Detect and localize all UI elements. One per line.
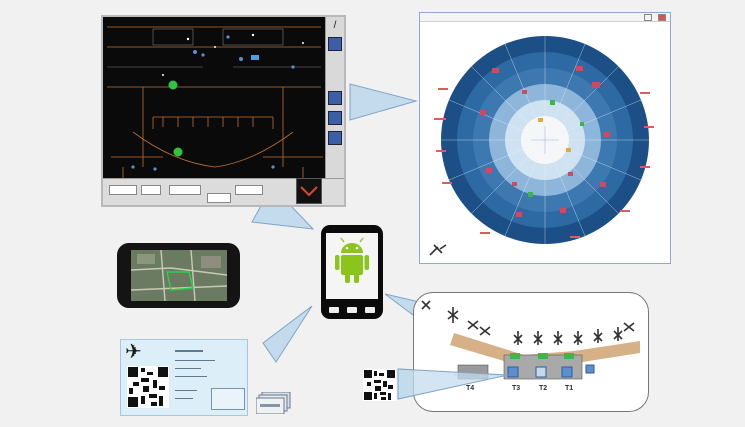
pass-text-line (175, 376, 207, 377)
android-logo-icon (335, 237, 369, 283)
window-title-bar (420, 13, 670, 22)
android-phone (321, 225, 383, 319)
arrow-to-radar (349, 83, 418, 121)
layers-icon[interactable] (328, 91, 342, 105)
control-field[interactable] (169, 185, 201, 195)
zoom-icon[interactable] (328, 111, 342, 125)
pass-stub (211, 388, 245, 410)
pass-text-line (175, 350, 203, 352)
phone-map-screen (131, 250, 227, 301)
radar-window[interactable] (419, 12, 671, 264)
floor-plan-canvas[interactable] (103, 17, 325, 182)
close-icon[interactable] (658, 14, 666, 21)
pass-text-line (175, 390, 197, 391)
qr-code-icon (127, 366, 169, 408)
pass-text-line (175, 368, 201, 369)
close-icon[interactable] (328, 131, 342, 145)
card-stack (255, 391, 292, 415)
map-controls-bar (103, 178, 344, 205)
qr-code-icon (363, 369, 396, 401)
terminal-label: T4 (466, 385, 475, 392)
app-logo-icon (296, 178, 322, 204)
control-field[interactable] (141, 185, 161, 195)
radar-chart[interactable] (420, 22, 670, 264)
control-field[interactable] (235, 185, 263, 195)
boarding-pass: ✈ (120, 339, 248, 416)
phone-map-preview (117, 243, 240, 308)
menu-button[interactable] (329, 307, 339, 313)
android-phone-screen (326, 233, 378, 299)
arrow-to-boarding-pass (262, 305, 313, 363)
back-button[interactable] (365, 307, 375, 313)
airport-terminal-map[interactable]: T4 T3 T2 T1 (413, 292, 649, 412)
pencil-icon[interactable]: / (333, 20, 337, 31)
control-field[interactable] (109, 185, 137, 195)
terminal-label: T3 (512, 385, 521, 392)
home-button[interactable] (347, 307, 357, 313)
location-marker-icon[interactable] (168, 80, 178, 90)
globe-icon[interactable] (328, 37, 342, 51)
terminal-label: T1 (565, 385, 574, 392)
control-field[interactable] (207, 193, 231, 203)
terminal-label: T2 (539, 385, 548, 392)
satellite-icon (429, 244, 447, 256)
map-toolbar: / (325, 17, 344, 182)
location-marker-icon[interactable] (173, 147, 183, 157)
terminal-layout (421, 300, 640, 380)
airplane-icon: ✈ (125, 341, 142, 363)
pass-text-line (175, 360, 215, 361)
pass-text-line (175, 398, 193, 399)
floor-map-window[interactable]: / (101, 15, 346, 207)
minimize-icon[interactable] (644, 14, 652, 21)
